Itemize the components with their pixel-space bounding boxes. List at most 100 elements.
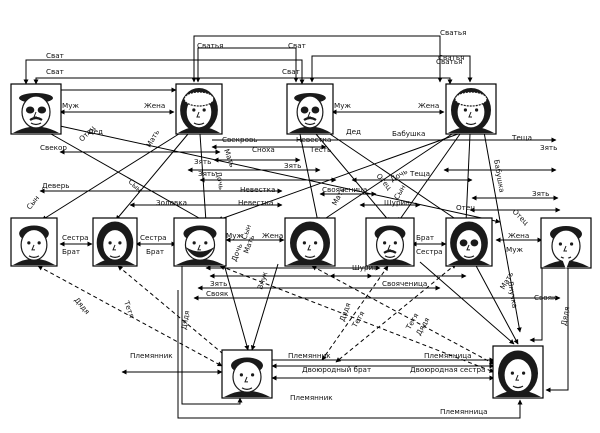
relation-line bbox=[177, 290, 523, 419]
relation-line bbox=[41, 131, 183, 221]
relation-line bbox=[529, 268, 543, 343]
relation-label: Зять bbox=[540, 143, 557, 152]
relation-line bbox=[181, 266, 243, 405]
relation-label: Шурин bbox=[384, 198, 410, 207]
relation-label: Жена bbox=[144, 101, 165, 110]
relation-label: Тетя bbox=[349, 309, 366, 329]
relation-label: Зять bbox=[194, 157, 211, 166]
relation-label: Сноха bbox=[252, 145, 275, 154]
relation-line bbox=[223, 263, 250, 351]
relation-label: Дядя bbox=[559, 306, 571, 327]
relation-label: Сын bbox=[24, 193, 41, 211]
relation-line bbox=[397, 133, 461, 223]
relation-label: Золовка bbox=[156, 198, 187, 207]
relation-label: Свояченица bbox=[322, 185, 367, 194]
relation-line bbox=[195, 47, 299, 83]
relation-line bbox=[419, 261, 515, 345]
person-bearded-man-icon bbox=[173, 217, 227, 267]
person-woman-icon bbox=[284, 217, 336, 267]
relation-line bbox=[191, 35, 443, 83]
relation-label: Мать bbox=[144, 128, 161, 149]
relation-label: Племянница bbox=[424, 351, 472, 360]
relation-line bbox=[59, 125, 501, 224]
relation-label: Сватья bbox=[436, 57, 462, 66]
relation-label: Племянник bbox=[130, 351, 173, 360]
relation-label: Сватья bbox=[440, 28, 466, 37]
relation-label: Жена bbox=[418, 101, 439, 110]
relation-label: Внучка bbox=[506, 281, 520, 309]
relation-label: Теща bbox=[511, 133, 532, 142]
person-elder-woman-icon bbox=[175, 83, 223, 135]
person-man-mustache-icon bbox=[365, 217, 415, 267]
relation-label: Муж bbox=[62, 101, 79, 110]
relation-label: Шурин bbox=[352, 263, 378, 272]
relation-label: Муж bbox=[226, 231, 243, 240]
relation-label: Невестка bbox=[296, 135, 331, 144]
relation-label: Сестра bbox=[140, 233, 167, 242]
relation-label: Сват bbox=[282, 67, 300, 76]
relation-label: Деверь bbox=[42, 181, 70, 190]
relation-label: Сват bbox=[46, 67, 64, 76]
relation-label: Жена bbox=[262, 231, 283, 240]
relation-label: Свояк bbox=[534, 293, 557, 302]
relation-label: Зять bbox=[284, 161, 301, 170]
relation-label: Зять bbox=[198, 169, 215, 178]
relation-label: Невестка bbox=[240, 185, 275, 194]
relation-label: Брат bbox=[62, 247, 80, 256]
relation-line bbox=[43, 129, 207, 223]
person-elder-woman-icon bbox=[445, 83, 497, 135]
relation-label: Двоюродный брат bbox=[302, 365, 371, 374]
relation-label: Сватья bbox=[438, 53, 464, 62]
relation-label: Брат bbox=[416, 233, 434, 242]
relation-label: Брат bbox=[146, 247, 164, 256]
relation-label: Сватья bbox=[197, 41, 223, 50]
person-elder-man-icon bbox=[10, 83, 62, 135]
relation-line bbox=[33, 77, 453, 85]
relation-label: Бабушка bbox=[392, 129, 425, 138]
person-boy-icon bbox=[221, 349, 273, 399]
relation-line bbox=[199, 133, 209, 223]
relation-label: Дочь bbox=[389, 167, 410, 184]
relation-label: Свояк bbox=[206, 289, 229, 298]
relation-label: Дядя bbox=[179, 310, 191, 331]
person-girl-icon bbox=[492, 345, 544, 399]
relation-label: Сват bbox=[288, 41, 306, 50]
relation-label: Сестра bbox=[62, 233, 89, 242]
person-man-icon bbox=[10, 217, 58, 267]
person-man-tie-icon bbox=[540, 217, 592, 270]
relation-label: Свекровь bbox=[222, 135, 257, 144]
relation-label: Невестка bbox=[238, 198, 273, 207]
relation-label: Дядя bbox=[72, 296, 91, 317]
person-elder-man-icon bbox=[286, 83, 334, 135]
relation-label: Теща bbox=[409, 169, 430, 178]
relation-label: Сестра bbox=[416, 247, 443, 256]
relation-label: Тетя bbox=[122, 299, 137, 319]
relation-label: Свояченица bbox=[382, 279, 427, 288]
relation-label: Мать bbox=[222, 148, 237, 169]
relation-label: Свекор bbox=[40, 143, 67, 152]
relation-label: Двоюродная сестра bbox=[410, 365, 485, 374]
relation-label: Тесть bbox=[309, 145, 331, 154]
person-woman-icon bbox=[92, 217, 138, 267]
relation-label: Племянник bbox=[290, 393, 333, 402]
relation-label: Муж bbox=[334, 101, 351, 110]
relation-line bbox=[23, 59, 305, 85]
relation-label: Сын bbox=[127, 177, 144, 194]
people bbox=[10, 83, 592, 399]
relation-label: Племянница bbox=[440, 407, 488, 416]
person-woman-glasses-icon bbox=[445, 217, 493, 267]
relation-label: Жена bbox=[508, 231, 529, 240]
relation-label: Муж bbox=[506, 245, 523, 254]
relation-label: Зять bbox=[532, 189, 549, 198]
relation-label: Племянник bbox=[288, 351, 331, 360]
relation-label: Дочь bbox=[214, 171, 226, 191]
relation-label: Зять bbox=[210, 279, 227, 288]
relation-label: Дед bbox=[88, 127, 103, 136]
relation-line-dashed bbox=[117, 265, 229, 359]
relation-label: Сват bbox=[46, 51, 64, 60]
relation-line bbox=[115, 133, 189, 221]
relation-label: Отец bbox=[456, 203, 475, 212]
relation-line-dashed bbox=[321, 265, 389, 361]
relation-line bbox=[545, 268, 569, 393]
